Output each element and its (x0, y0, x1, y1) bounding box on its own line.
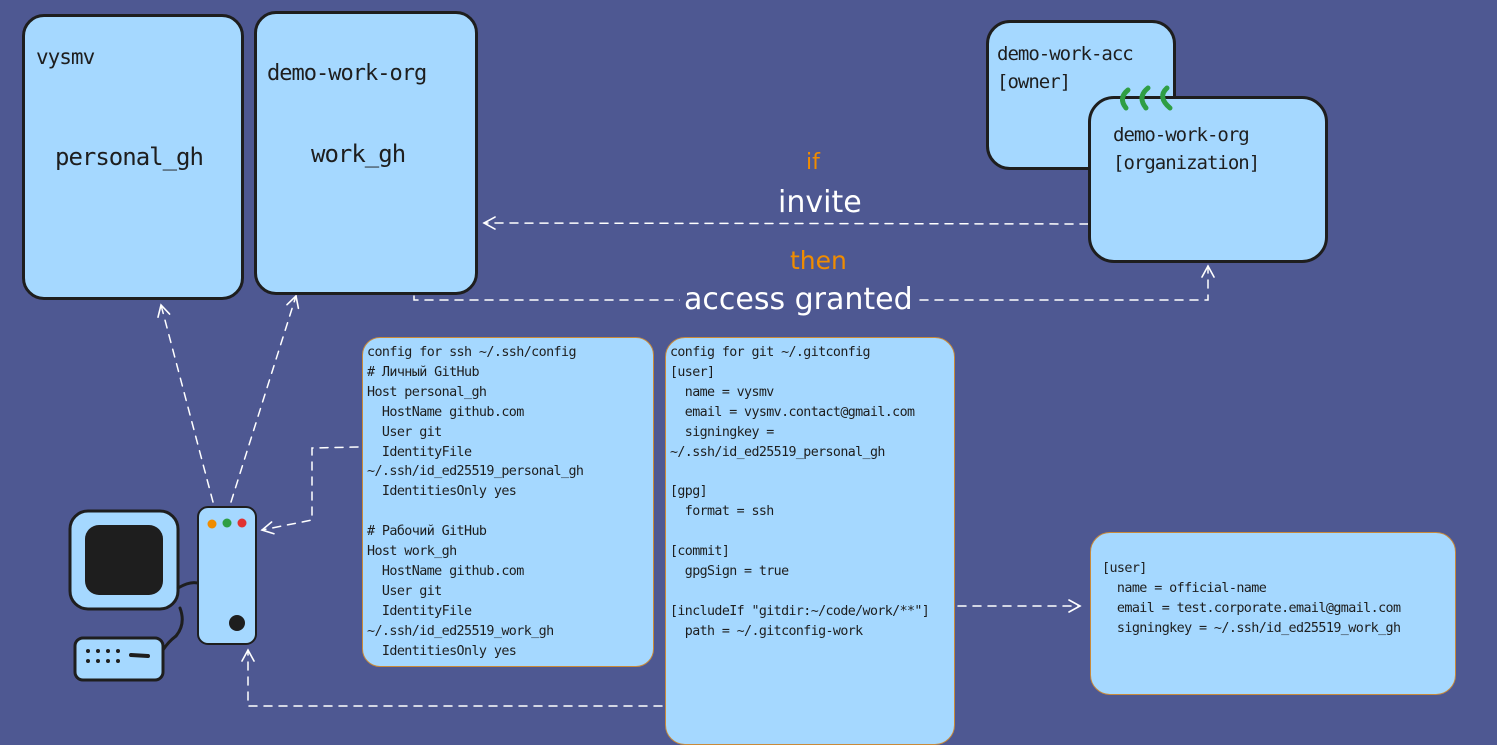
work-account-name: demo-work-org (267, 61, 427, 86)
work-gitconfig-note: [user] name = official-name email = test… (1090, 532, 1456, 695)
personal-account-alias: personal_gh (55, 143, 204, 171)
owner-account-name: demo-work-acc (997, 43, 1134, 65)
invite-label: invite (778, 185, 862, 220)
access-granted-arrow (413, 264, 1215, 301)
tower-icon (197, 506, 257, 645)
ssh-config-note: config for ssh ~/.ssh/config # Личный Gi… (362, 337, 654, 667)
computer-to-work-arrow (230, 294, 300, 503)
personal-account-name: vysmv (36, 45, 95, 69)
tower-led-green (222, 518, 232, 528)
organization-role-label: [organization] (1113, 152, 1260, 174)
organization-name: demo-work-org (1113, 124, 1250, 146)
work-account-card: demo-work-org work_gh (254, 11, 478, 295)
computer-to-personal-arrow (157, 303, 214, 503)
tower-led-red (237, 518, 247, 528)
ssh-config-to-computer-arrow (260, 446, 359, 535)
personal-account-card: vysmv personal_gh (22, 14, 244, 300)
keyboard-icon (73, 636, 165, 682)
work-account-alias: work_gh (311, 140, 406, 168)
access-granted-label: access granted (680, 282, 917, 317)
monitor-screen (85, 525, 163, 595)
tower-power-button (229, 615, 245, 631)
git-config-note: config for git ~/.gitconfig [user] name … (665, 337, 955, 745)
tower-led-orange (207, 519, 217, 529)
invite-arrow (482, 216, 1089, 230)
if-label: if (806, 150, 820, 175)
git-config-to-computer-arrow (241, 648, 663, 707)
then-label: then (790, 246, 847, 275)
owner-role-label: [owner] (997, 71, 1071, 93)
organization-card: demo-work-org [organization] (1088, 96, 1328, 263)
